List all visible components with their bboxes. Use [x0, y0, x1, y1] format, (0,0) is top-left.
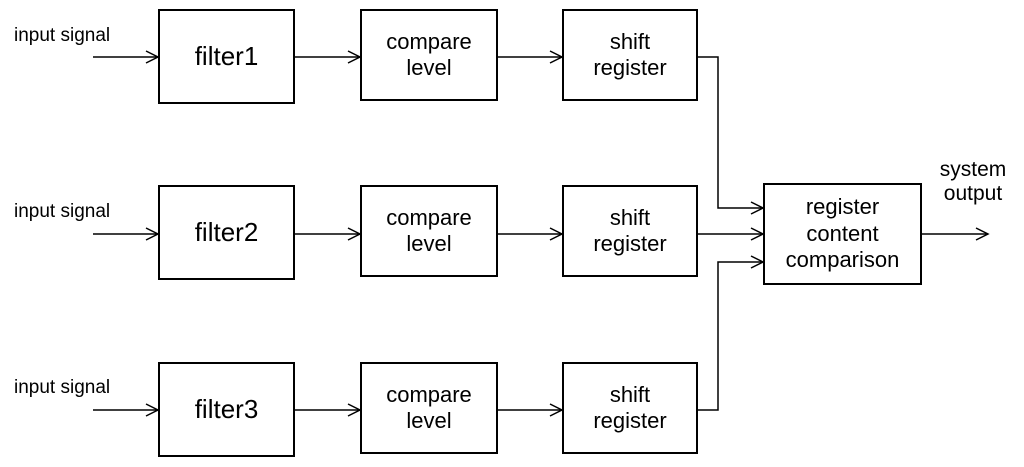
system-output-label: system output	[922, 158, 1024, 205]
input-signal-label-1: input signal	[14, 25, 111, 46]
filter2-box: filter2	[158, 185, 295, 280]
shift-register-1-line2: register	[593, 55, 667, 80]
input-signal-label-3: input signal	[14, 377, 111, 398]
system-output-arrowhead	[975, 227, 990, 241]
shift-register-3-line2: register	[593, 408, 667, 433]
compare-level-1-line1: compare	[386, 29, 472, 55]
comparison-line2: content	[806, 220, 879, 246]
filter3-label: filter3	[194, 394, 259, 425]
compare-level-box-1: compare level	[360, 9, 498, 101]
filter1-label: filter1	[194, 41, 259, 72]
compare-level-box-3: compare level	[360, 362, 498, 454]
system-output-line2: output	[943, 181, 1003, 205]
shift-register-box-1: shift register	[562, 9, 698, 101]
filter2-label: filter2	[194, 217, 259, 248]
shift-register-3-line1: shift	[609, 382, 651, 408]
compare-level-3-line1: compare	[386, 382, 472, 408]
filter3-box: filter3	[158, 362, 295, 457]
compare-level-2-line2: level	[406, 231, 452, 256]
input-signal-label-2: input signal	[14, 201, 111, 222]
shift-register-2-line2: register	[593, 231, 667, 256]
shift1-to-comparison-connector	[698, 56, 763, 209]
compare-level-box-2: compare level	[360, 185, 498, 277]
comparison-line1: register	[805, 194, 880, 220]
shift-register-2-line1: shift	[609, 205, 651, 231]
shift-register-1-line1: shift	[609, 29, 651, 55]
register-content-comparison-box: register content comparison	[763, 183, 922, 285]
compare-level-1-line2: level	[406, 55, 452, 80]
comparison-line3: comparison	[785, 247, 900, 273]
compare-level-3-line2: level	[406, 408, 452, 433]
filter1-box: filter1	[158, 9, 295, 104]
compare-level-2-line1: compare	[386, 205, 472, 231]
shift-register-box-2: shift register	[562, 185, 698, 277]
shift3-to-comparison-connector	[698, 261, 763, 411]
shift-register-box-3: shift register	[562, 362, 698, 454]
system-output-line1: system	[939, 158, 1007, 181]
